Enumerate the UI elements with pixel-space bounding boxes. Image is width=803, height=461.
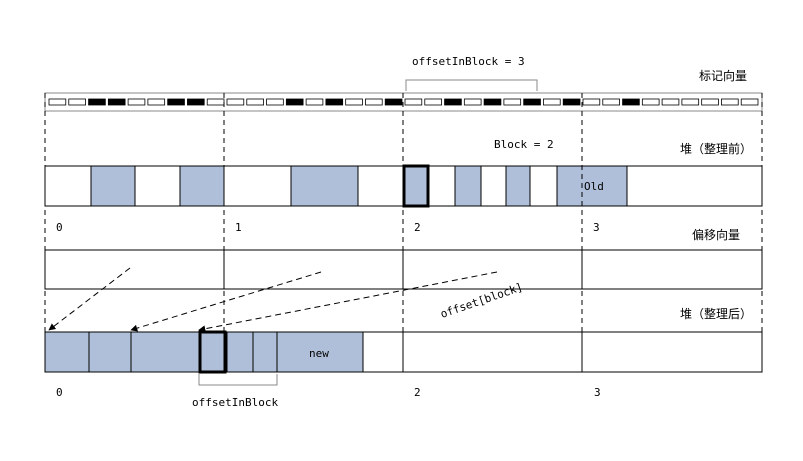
moved-object (199, 331, 228, 373)
live-object (505, 165, 531, 207)
mark-bit-clear (661, 98, 680, 106)
heap-before (44, 164, 763, 208)
mark-bit-clear (503, 98, 522, 106)
mark-bit-clear (365, 98, 383, 106)
block-number: 3 (593, 221, 600, 234)
mark-bit-clear (681, 98, 700, 106)
block-number: 2 (414, 386, 421, 399)
mark-bit-clear (345, 98, 363, 106)
block-number: 2 (414, 221, 421, 234)
highlighted-object-after (198, 330, 227, 374)
mark-bit-clear (463, 98, 482, 106)
mark-bit-set (483, 98, 502, 106)
offset-in-block-top-bracket (405, 79, 538, 91)
mark-bit-set (444, 98, 462, 106)
block-eq-label: Block = 2 (494, 138, 554, 151)
offset-arrow (130, 271, 322, 332)
mark-bit-clear (582, 98, 601, 106)
offset-arrow (198, 271, 498, 333)
mark-bit-set (384, 98, 403, 106)
mark-bit-set (562, 98, 581, 106)
offset-in-block-bottom-bracket (198, 374, 278, 386)
mark-bit-set (187, 98, 205, 106)
block-boundaries (44, 93, 763, 372)
mark-bit-clear (721, 98, 739, 106)
offset-arrows (48, 267, 498, 333)
mark-bit-set (523, 98, 541, 106)
heap-before-label: 堆（整理前） (680, 141, 752, 156)
mark-bit-clear (543, 98, 561, 106)
mark-bit-clear (127, 98, 146, 106)
mark-bit-set (167, 98, 185, 106)
live-object (90, 165, 136, 207)
mark-bit-clear (48, 98, 67, 106)
mark-bit-set (325, 98, 344, 106)
mark-bit-clear (68, 98, 86, 106)
block-number: 0 (56, 221, 63, 234)
new-object (276, 331, 364, 373)
moved-object (130, 331, 201, 373)
moved-object (88, 331, 132, 373)
mark-bit-clear (404, 98, 423, 106)
block-number: 0 (56, 386, 63, 399)
mark-bit-clear (602, 98, 620, 106)
mark-bit-clear (424, 98, 442, 106)
block-number: 1 (235, 221, 242, 234)
mark-vector-cells (48, 98, 759, 106)
mark-bit-set (107, 98, 126, 106)
block-number: 3 (594, 386, 601, 399)
mark-bit-clear (206, 98, 225, 106)
offset-arrow (48, 267, 131, 331)
mark-bit-set (622, 98, 640, 106)
mark-bit-clear (147, 98, 166, 106)
offset-in-block-bottom-label: offsetInBlock (192, 396, 278, 409)
old-label: Old (584, 180, 604, 193)
mark-bit-clear (226, 98, 245, 106)
mark-bit-clear (266, 98, 284, 106)
highlighted-object-before (402, 164, 430, 208)
old-object (556, 165, 628, 207)
offset-in-block-top-label: offsetInBlock = 3 (412, 55, 525, 68)
mark-bit-clear (246, 98, 264, 106)
moved-object (44, 331, 90, 373)
mark-bit-clear (740, 98, 759, 106)
moved-object (226, 331, 254, 373)
mark-bit-clear (641, 98, 660, 106)
offset-vector-label: 偏移向量 (692, 227, 740, 242)
live-object (403, 165, 429, 207)
mark-bit-set (285, 98, 304, 106)
live-object (290, 165, 359, 207)
live-object (454, 165, 482, 207)
mark-vector-label: 标记向量 (699, 68, 747, 83)
mark-bit-set (88, 98, 106, 106)
heap-after-label: 堆（整理后） (680, 306, 752, 321)
mark-bit-clear (701, 98, 719, 106)
new-label: new (309, 347, 329, 360)
mark-bit-clear (305, 98, 324, 106)
moved-object (252, 331, 278, 373)
live-object (179, 165, 225, 207)
